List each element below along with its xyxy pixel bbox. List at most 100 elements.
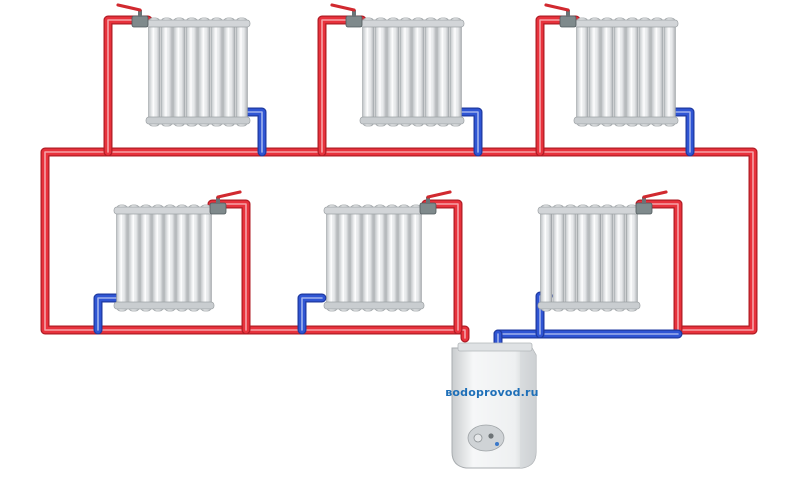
supply-pipe [421,199,463,335]
radiator-fin [625,204,638,312]
radiator-fin [198,17,211,127]
radiator-fin [651,17,664,127]
radiator-fin [399,17,412,127]
return-pipe [672,108,694,156]
supply-pipe [104,16,152,156]
radiator-manifold [145,116,251,125]
radiator-fin [374,17,387,127]
return-pipe-highlight [301,297,323,331]
radiator-fin [589,204,601,312]
valve-handle [116,3,142,12]
valve-body [209,202,227,215]
radiator-fin [540,204,552,312]
valve-stem [426,197,430,204]
supply-pipe [635,199,683,335]
valve-stem [352,10,356,17]
radiator-manifold [573,19,679,28]
valve-handle [426,190,452,199]
return-pipe-highlight [461,111,479,153]
return-pipe [94,294,120,334]
radiator-manifold [323,301,425,310]
supply-pipe-highlight [107,19,149,153]
radiator-fin [449,17,462,127]
radiator-fin [140,204,152,312]
supply-pipe [208,200,250,334]
radiator [113,190,242,312]
supply-pipe [103,15,153,157]
radiator-fin [387,17,400,127]
radiator-fin [223,17,236,127]
radiator-manifold [113,206,215,215]
radiator-fin [601,204,614,312]
radiator [330,3,465,127]
boiler-control-panel [467,424,505,452]
radiator-fin [638,17,651,127]
radiator-manifold [145,19,251,28]
radiator-manifold [359,116,465,125]
return-pipe-highlight [97,297,117,331]
radiator-fin [176,204,188,312]
radiator-fin [128,204,140,312]
supply-pipe [318,16,366,156]
supply-pipe-highlight [639,203,679,331]
radiator-fin [588,17,601,127]
radiator-fin [152,204,164,312]
valve-handle [544,3,570,12]
valve-body [345,15,363,28]
radiator-fin [576,17,589,127]
supply-pipe [207,199,251,335]
radiator-fin [601,17,614,127]
radiator-manifold [537,301,641,310]
return-pipe [93,107,695,353]
supply-pipe [636,200,682,334]
supply-pipe [422,200,462,334]
radiator-fin [210,17,223,127]
radiator-manifold [323,206,425,215]
radiator-fin [437,17,450,127]
supply-pipe-highlight [425,203,459,331]
radiator-manifold [359,19,465,28]
valve-stem [566,10,570,17]
ball-valve-icon [635,190,668,215]
radiator-fin [552,204,565,312]
valve-stem [138,10,142,17]
radiator [544,3,679,127]
return-pipe-highlight [675,111,691,153]
radiator-manifold [573,116,679,125]
supply-pipe-highlight [321,19,363,153]
radiator-manifold [537,206,641,215]
radiator-fin [663,17,676,127]
radiator-fin [362,17,375,127]
supply-pipe [317,15,367,157]
radiator [323,190,452,312]
boiler-side-panel [520,348,536,468]
radiator-fin [576,204,589,312]
boiler-dial-icon [473,433,483,443]
radiator-fin [424,17,437,127]
radiator-manifold [113,301,215,310]
radiator-fin [188,204,200,312]
valve-body [559,15,577,28]
radiator-fin [173,17,186,127]
valve-stem [216,197,220,204]
boiler-top-cap [457,342,533,352]
radiator-fin [160,17,173,127]
radiator-fin [613,204,626,312]
radiator-fin [200,204,212,312]
return-pipe-highlight [245,111,263,153]
return-pipe [494,330,682,344]
valve-body [131,15,149,28]
supply-pipe-highlight [539,19,577,153]
radiator-fin [185,17,198,127]
radiator-fin [235,17,248,127]
supply-pipe-highlight [211,203,247,331]
valve-body [635,202,653,215]
supply-pipe [535,15,581,157]
radiator [116,3,251,127]
ball-valve-icon [330,3,363,28]
radiator-fin [148,17,161,127]
boiler: вodoprovod.ru [445,342,539,469]
supply-pipe [536,16,580,156]
ball-valve-icon [209,190,242,215]
